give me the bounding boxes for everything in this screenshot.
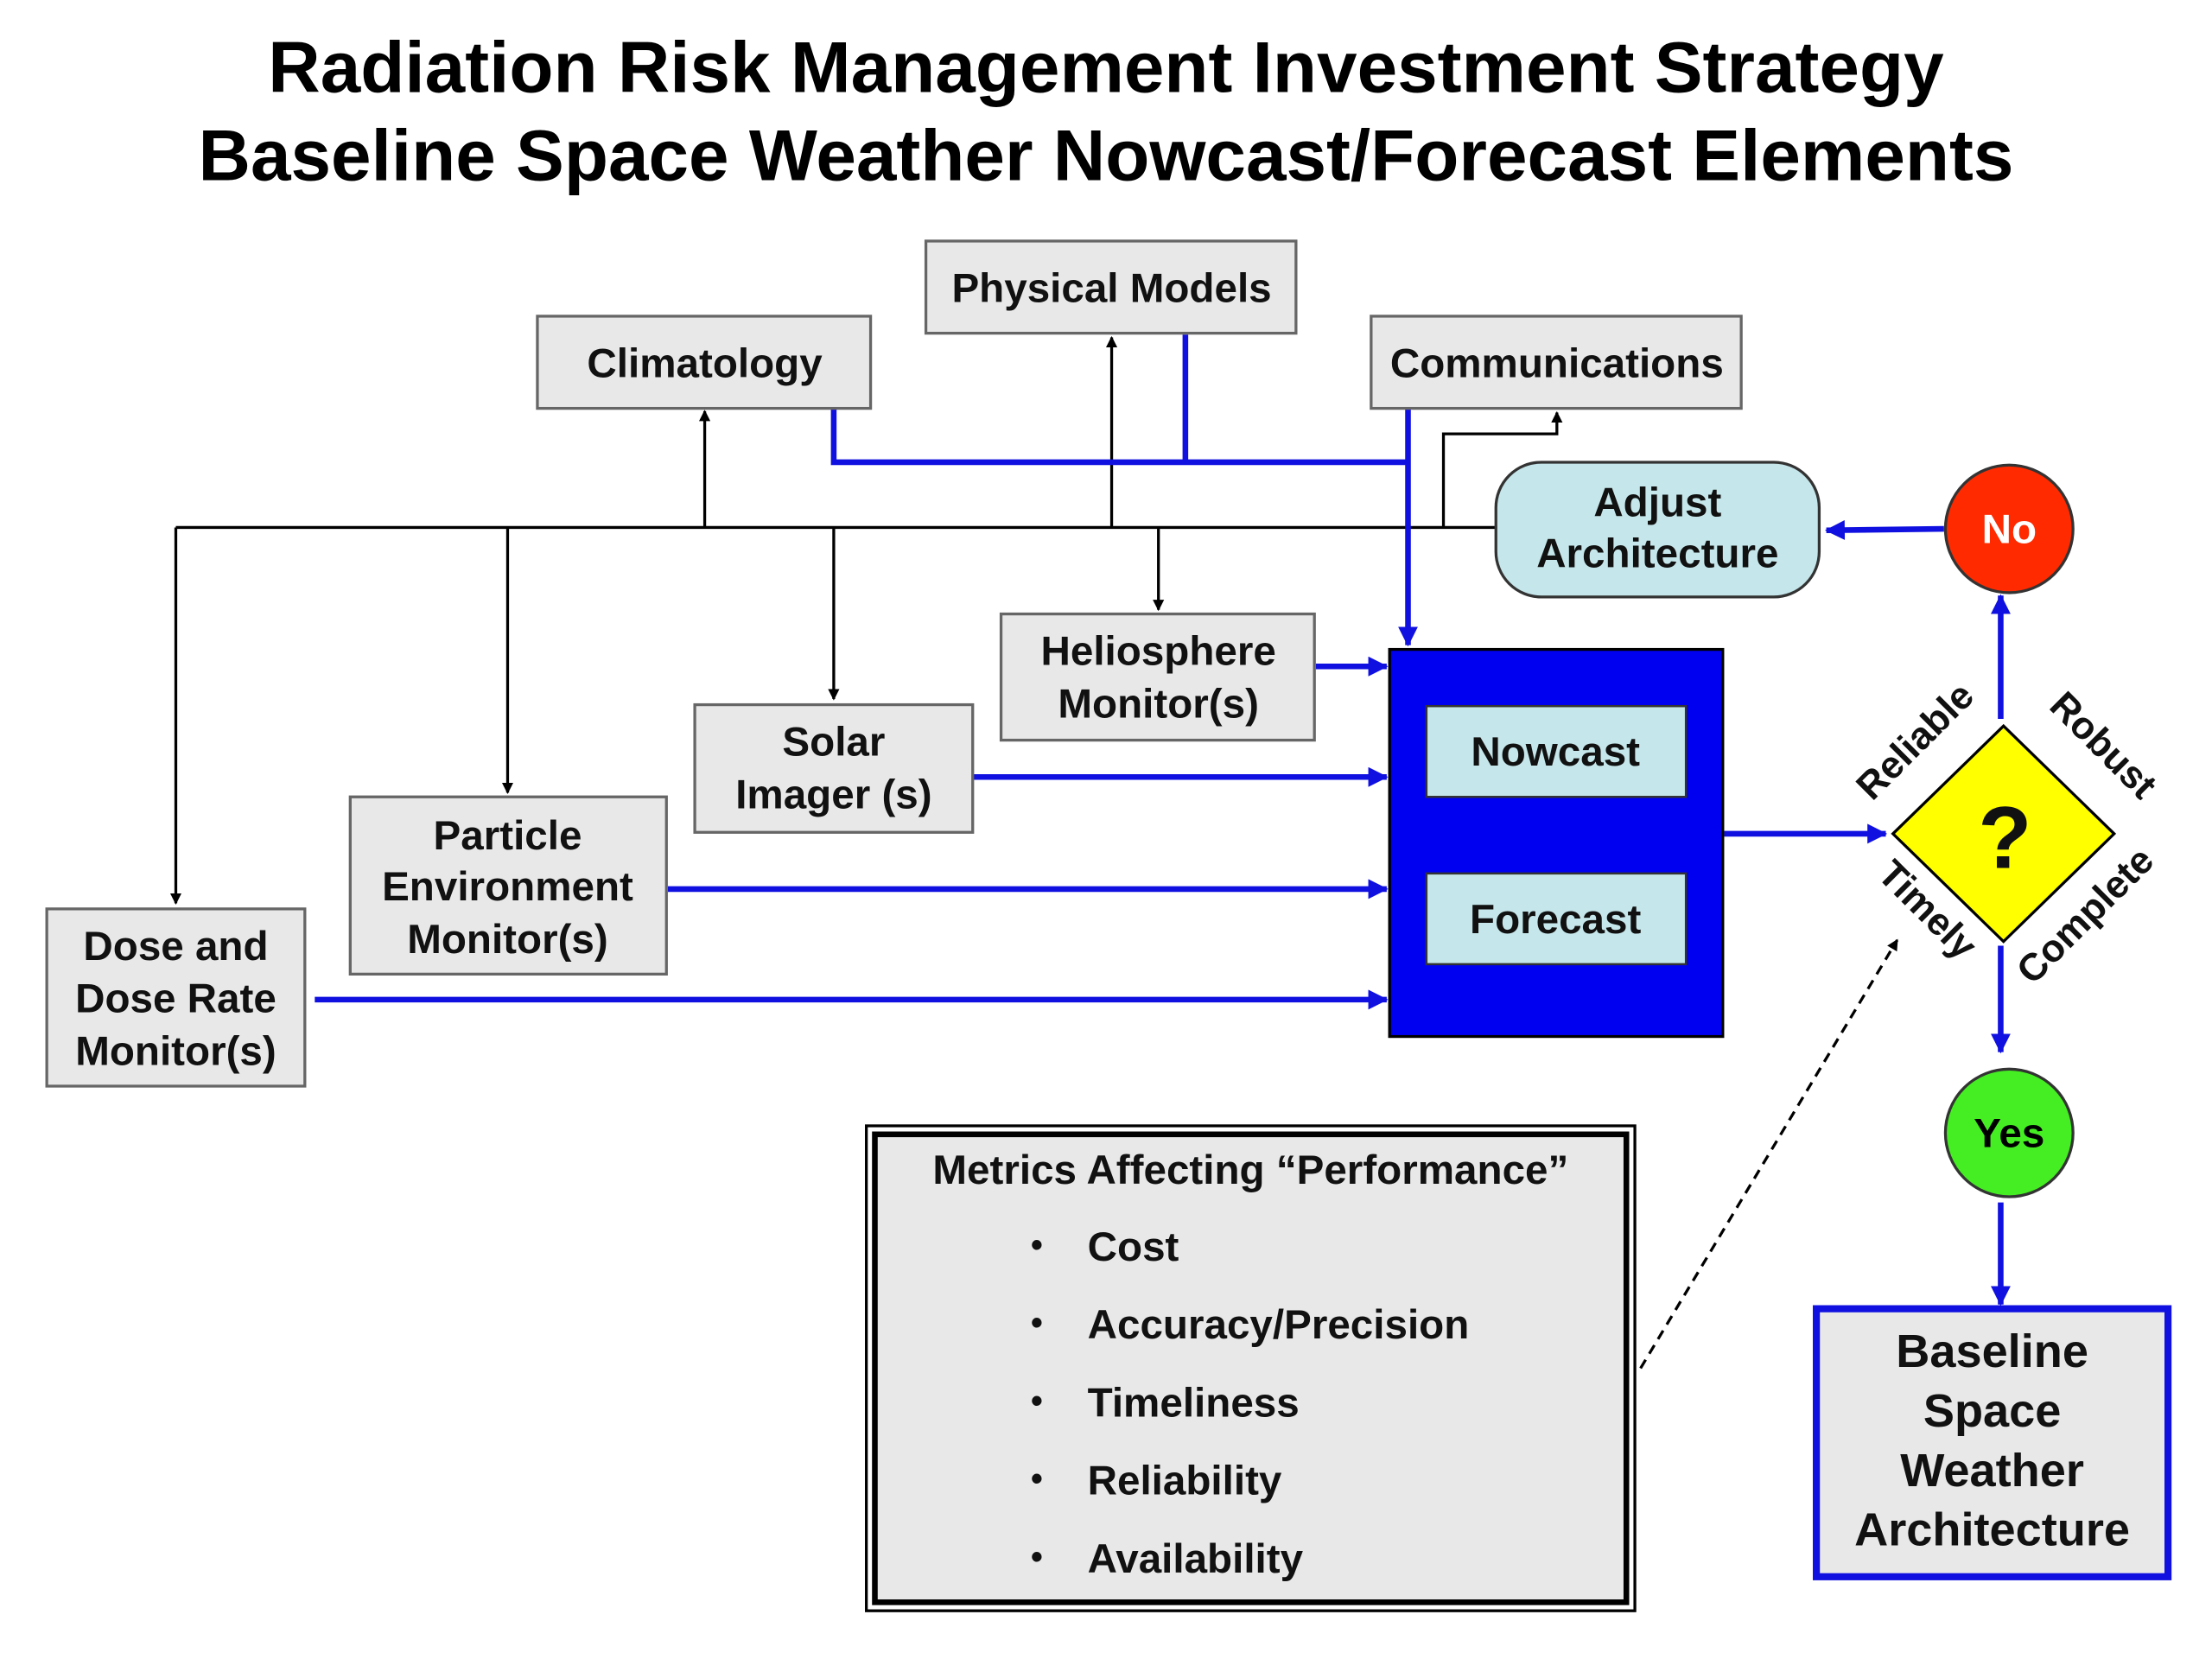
metrics-title: Metrics Affecting “Performance” [932,1147,1568,1193]
metric-bullet: • [1031,1382,1043,1420]
dose-label-3: Monitor(s) [75,1028,276,1074]
dose-label-2: Dose Rate [75,976,276,1022]
metrics-dashed-arrow [1639,938,1899,1370]
baseline-label-4: Architecture [1854,1504,2130,1556]
solar-imager-label-1: Solar [782,720,885,766]
metric-bullet: • [1031,1304,1043,1342]
particle-label-1: Particle [434,813,582,859]
metric-item: Availability [1088,1536,1304,1582]
physical-models-box: Physical Models [924,239,1298,335]
heliosphere-label-1: Heliosphere [1041,629,1276,675]
solar-imager-label-2: Imager (s) [735,772,931,817]
arrow-to-communications [1441,410,1563,528]
nowcast-label: Nowcast [1471,729,1640,775]
nowcast-box [1425,704,1688,798]
metrics-list: • Cost • Accuracy/Precision • Timeliness… [1031,1224,1469,1582]
metric-item: Accuracy/Precision [1088,1302,1470,1348]
baseline-label-3: Weather [1900,1445,2084,1497]
particle-label-2: Environment [382,864,633,910]
data-flow-lines [315,334,2011,1306]
dose-label-1: Dose and [83,924,268,969]
title-line-1: Radiation Risk Management Investment Str… [268,27,1944,108]
metric-item: Reliability [1088,1459,1282,1504]
no-to-adjust-arrow [1824,519,1944,540]
adjust-label-1: Adjust [1593,480,1721,525]
metric-bullet: • [1031,1226,1043,1264]
baseline-label-2: Space [1923,1385,2062,1437]
heliosphere-label-2: Monitor(s) [1058,681,1259,727]
forecast-box [1425,872,1688,966]
no-label: No [1982,507,2037,553]
title-line-2: Baseline Space Weather Nowcast/Forecast … [198,114,2014,196]
yes-circle: Yes [1943,1067,2075,1198]
adjust-architecture-box: Adjust Architecture [1494,461,1821,599]
baseline-label-1: Baseline [1896,1325,2088,1377]
climatology-box: Climatology [536,315,873,410]
baseline-architecture-box: Baseline Space Weather Architecture [1813,1305,2172,1580]
particle-label-3: Monitor(s) [407,917,608,963]
physical-models-label: Physical Models [951,266,1271,312]
control-lines [169,335,1899,1370]
metric-item: Timeliness [1088,1380,1300,1426]
climatology-flow-line [830,408,1408,466]
forecast-label: Forecast [1470,897,1641,943]
metrics-box: Metrics Affecting “Performance” • Cost •… [865,1124,1637,1612]
decision-question-mark: ? [1978,788,2031,887]
adjust-label-2: Architecture [1536,531,1778,576]
particle-monitor-box: Particle Environment Monitor(s) [348,795,668,976]
metric-bullet: • [1031,1460,1043,1498]
heliosphere-monitor-box: Heliosphere Monitor(s) [999,612,1316,742]
communications-box: Communications [1370,315,1743,410]
solar-imager-box: Solar Imager (s) [693,702,975,834]
metric-bullet: • [1031,1538,1043,1576]
no-circle: No [1943,463,2075,594]
nowcast-forecast-block: Nowcast Forecast [1388,647,1725,1039]
dose-monitor-box: Dose and Dose Rate Monitor(s) [45,907,307,1088]
communications-label: Communications [1390,341,1724,387]
yes-label: Yes [1974,1111,2044,1157]
climatology-label: Climatology [587,341,823,387]
metric-item: Cost [1088,1224,1179,1270]
